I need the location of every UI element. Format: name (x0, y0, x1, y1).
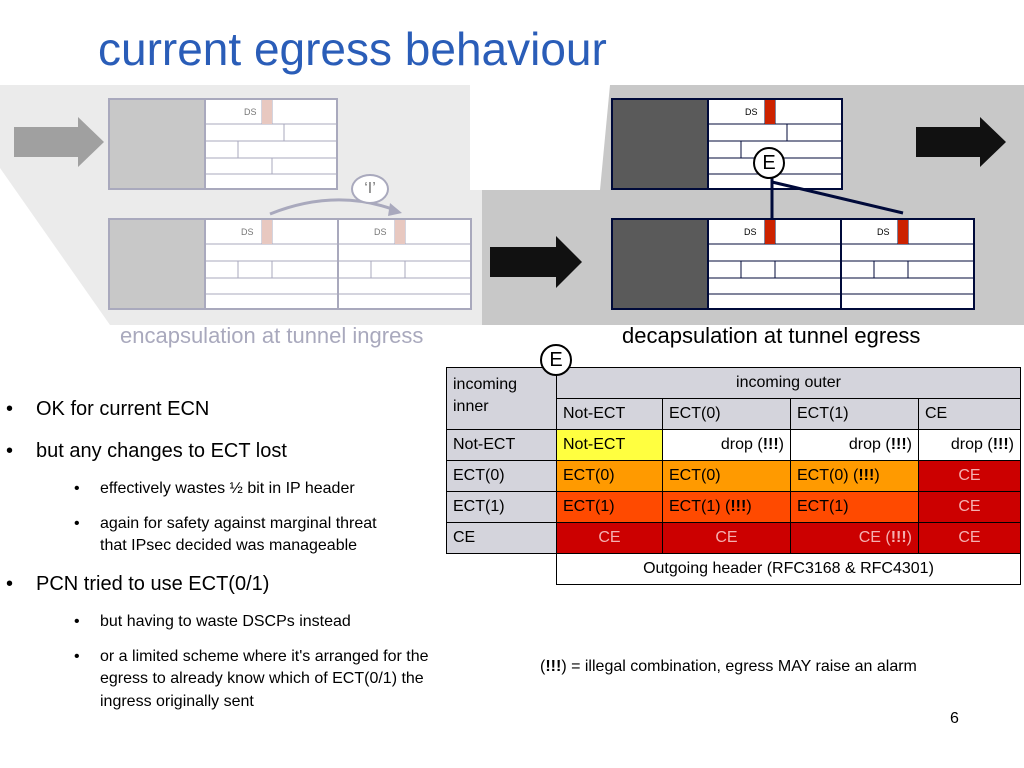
svg-text:DS: DS (744, 227, 757, 237)
sub-bullet-2-2: again for safety against marginal threat (74, 514, 377, 534)
egress-caption: decapsulation at tunnel egress (622, 323, 921, 348)
table-cell: ECT(1) (790, 491, 919, 523)
row-header: ECT(0) (446, 460, 557, 492)
ingress-packet (108, 98, 338, 190)
table-cell: CE (662, 522, 791, 554)
svg-text:DS: DS (877, 227, 890, 237)
table-row: CE CE CE CE (!!!) CE (446, 522, 1021, 554)
table-cell: CE (918, 460, 1021, 492)
egress-badge-table: E (540, 344, 572, 376)
copy-label: ‘I’ (351, 174, 389, 204)
table-footer: Outgoing header (RFC3168 & RFC4301) (556, 553, 1021, 585)
table-cell: Not-ECT (556, 429, 663, 461)
illegal-note: (!!!) = illegal combination, egress MAY … (540, 658, 917, 675)
egress-encap-packet (611, 218, 975, 310)
sub-bullet-2-2-cont: that IPsec decided was manageable (100, 537, 358, 554)
sub-bullet-3-1: but having to waste DSCPs instead (74, 612, 351, 632)
table-cell: drop (!!!) (790, 429, 919, 461)
slide-title: current egress behaviour (98, 23, 607, 75)
table-cell: drop (!!!) (662, 429, 791, 461)
table-row: ECT(0) ECT(0) ECT(0) ECT(0) (!!!) CE (446, 460, 1021, 492)
table-cell: ECT(0) (!!!) (790, 460, 919, 492)
table-cell: ECT(0) (662, 460, 791, 492)
col-header: ECT(0) (662, 398, 791, 430)
table-cell: CE (918, 491, 1021, 523)
table-cell: ECT(1) (!!!) (662, 491, 791, 523)
bullet-3: PCN tried to use ECT(0/1) (6, 573, 269, 596)
sub-bullet-3-2-cont2: ingress originally sent (100, 693, 254, 710)
table-row: ECT(1) ECT(1) ECT(1) (!!!) ECT(1) CE (446, 491, 1021, 523)
svg-text:DS: DS (241, 227, 254, 237)
svg-text:DS: DS (745, 107, 758, 117)
sub-bullet-2-1: effectively wastes ½ bit in IP header (74, 479, 355, 499)
table-cell: CE (!!!) (790, 522, 919, 554)
row-header: ECT(1) (446, 491, 557, 523)
table-outer-header: incoming outer (556, 367, 1021, 399)
page-number: 6 (950, 710, 959, 727)
ingress-encap-packet (108, 218, 472, 310)
egress-badge-diagram: E (753, 147, 785, 179)
col-header: ECT(1) (790, 398, 919, 430)
table-cell: ECT(0) (556, 460, 663, 492)
bullet-2: but any changes to ECT lost (6, 440, 287, 463)
table-cell: CE (556, 522, 663, 554)
sub-bullet-3-2-cont1: egress to already know which of ECT(0/1)… (100, 670, 424, 687)
col-header: Not-ECT (556, 398, 663, 430)
table-cell: CE (918, 522, 1021, 554)
sub-bullet-3-2: or a limited scheme where it's arranged … (74, 647, 429, 667)
table-cell: drop (!!!) (918, 429, 1021, 461)
table-cell: ECT(1) (556, 491, 663, 523)
row-header: Not-ECT (446, 429, 557, 461)
bullet-1: OK for current ECN (6, 398, 209, 421)
ingress-arrow-icon (14, 117, 104, 167)
svg-text:DS: DS (374, 227, 387, 237)
copy-curve (269, 198, 396, 216)
tunnel-arrow-icon (490, 236, 582, 288)
ds-labels: DS DS DS (241, 107, 387, 237)
egress-arrow-icon (916, 117, 1006, 167)
ds-label: DS (244, 107, 257, 117)
row-header: CE (446, 522, 557, 554)
egress-packet (611, 98, 843, 190)
col-header: CE (918, 398, 1021, 430)
table-row: Not-ECT Not-ECT drop (!!!) drop (!!!) dr… (446, 429, 1021, 461)
ingress-caption: encapsulation at tunnel ingress (120, 323, 424, 348)
